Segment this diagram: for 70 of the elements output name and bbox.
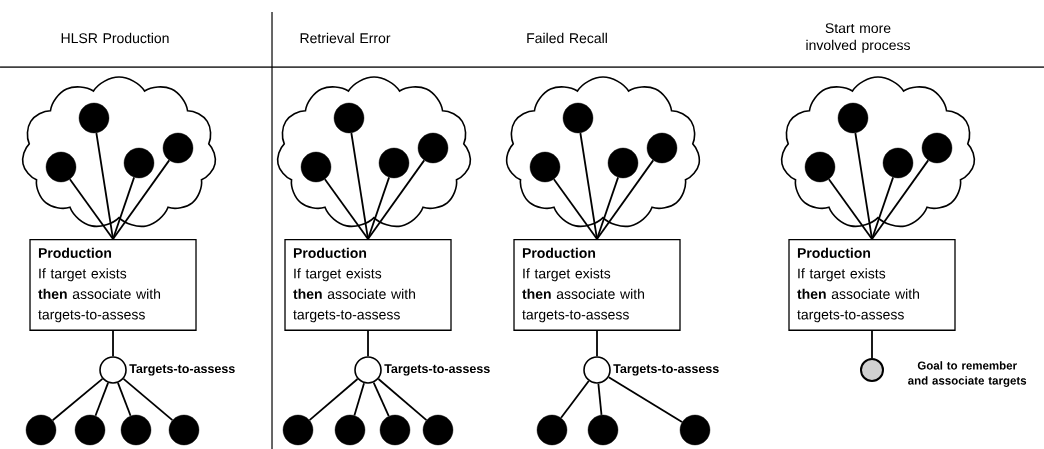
production-box: Production If target exists then associate with targets-to-assess (513, 239, 681, 331)
node-label: Targets-to-assess (129, 364, 235, 376)
connector-line (871, 176, 894, 240)
production-box: Production If target exists then associate with targets-to-assess (29, 239, 197, 331)
connector-line (112, 159, 171, 240)
filled-circle (837, 102, 869, 134)
connector-line (95, 132, 114, 240)
connector-line (871, 159, 930, 240)
connector-line (112, 330, 114, 358)
connector-line (324, 178, 369, 240)
connector-line (51, 377, 104, 422)
node-label: Targets-to-assess (613, 364, 719, 376)
connector-line (350, 132, 369, 240)
column-title: Start more involved process (806, 23, 910, 53)
connector-line (69, 178, 114, 240)
node-label: Targets-to-assess (384, 364, 490, 376)
filled-circle (882, 147, 914, 179)
filled-circle (646, 132, 678, 164)
filled-circle (25, 414, 57, 446)
filled-circle (921, 132, 953, 164)
connector-line (308, 378, 359, 421)
connector-line (854, 132, 873, 240)
filled-circle (804, 151, 836, 183)
column-title: HLSR Production (61, 32, 169, 44)
connector-line (372, 381, 390, 418)
filled-circle (78, 102, 110, 134)
connector-line (367, 330, 369, 358)
filled-circle (74, 414, 106, 446)
connector-line (353, 382, 365, 417)
filled-circle (529, 151, 561, 183)
column-title: Failed Recall (527, 32, 607, 44)
filled-circle (536, 414, 568, 446)
connector-line (597, 382, 603, 416)
connector-line (377, 378, 428, 421)
filled-circle (168, 414, 200, 446)
connector-line (553, 178, 598, 240)
filled-circle (333, 102, 365, 134)
connector-line (596, 176, 619, 240)
filled-circle (607, 147, 639, 179)
production-box: Production If target exists then associate with targets-to-assess (284, 239, 452, 331)
filled-circle (162, 132, 194, 164)
connector-line (367, 159, 426, 240)
filled-circle (422, 414, 454, 446)
connector-line (117, 382, 132, 417)
connector-line (367, 176, 390, 240)
node-label: Goal to remember and associate targets (908, 361, 1027, 387)
connector-line (112, 176, 135, 240)
filled-circle (587, 414, 619, 446)
connector-line (596, 159, 655, 240)
filled-circle (334, 414, 366, 446)
column-title: Retrieval Error (300, 32, 391, 44)
connector-line (560, 380, 590, 419)
filled-circle (120, 414, 152, 446)
connector-line (828, 178, 873, 240)
filled-circle (45, 151, 77, 183)
connector-line (596, 330, 598, 358)
filled-circle (282, 414, 314, 446)
filled-circle (378, 147, 410, 179)
connector-line (122, 378, 174, 422)
filled-circle (379, 414, 411, 446)
connector-line (871, 330, 873, 359)
connector-line (579, 132, 598, 240)
filled-circle (679, 414, 711, 446)
production-box: Production If target exists then associate with targets-to-assess (788, 239, 956, 331)
filled-circle (123, 147, 155, 179)
filled-circle (300, 151, 332, 183)
connector-line (607, 376, 683, 423)
filled-circle (417, 132, 449, 164)
filled-circle (562, 102, 594, 134)
connector-line (94, 382, 109, 417)
